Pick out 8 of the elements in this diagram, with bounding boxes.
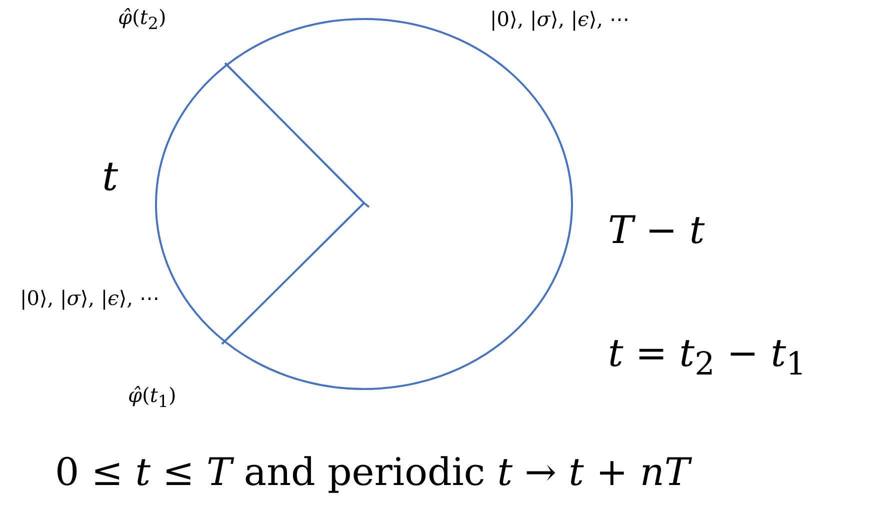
state-label: |0⟩, |σ⟩, |ϵ⟩, ⋯: [20, 287, 160, 309]
equation: t = t$_{2}$ − t$_{1}$: [608, 333, 806, 382]
time-label: φ̂(t$_{2}$): [118, 6, 166, 34]
condition-text: 0 ≤ t ≤ T and periodic t → t + nT: [55, 452, 690, 494]
time-label: φ̂(t$_{1}$): [128, 384, 176, 412]
complement-label: T − t: [608, 210, 705, 252]
time-variable: t: [102, 155, 118, 199]
state-label: |0⟩, |σ⟩, |ϵ⟩, ⋯: [490, 8, 630, 30]
